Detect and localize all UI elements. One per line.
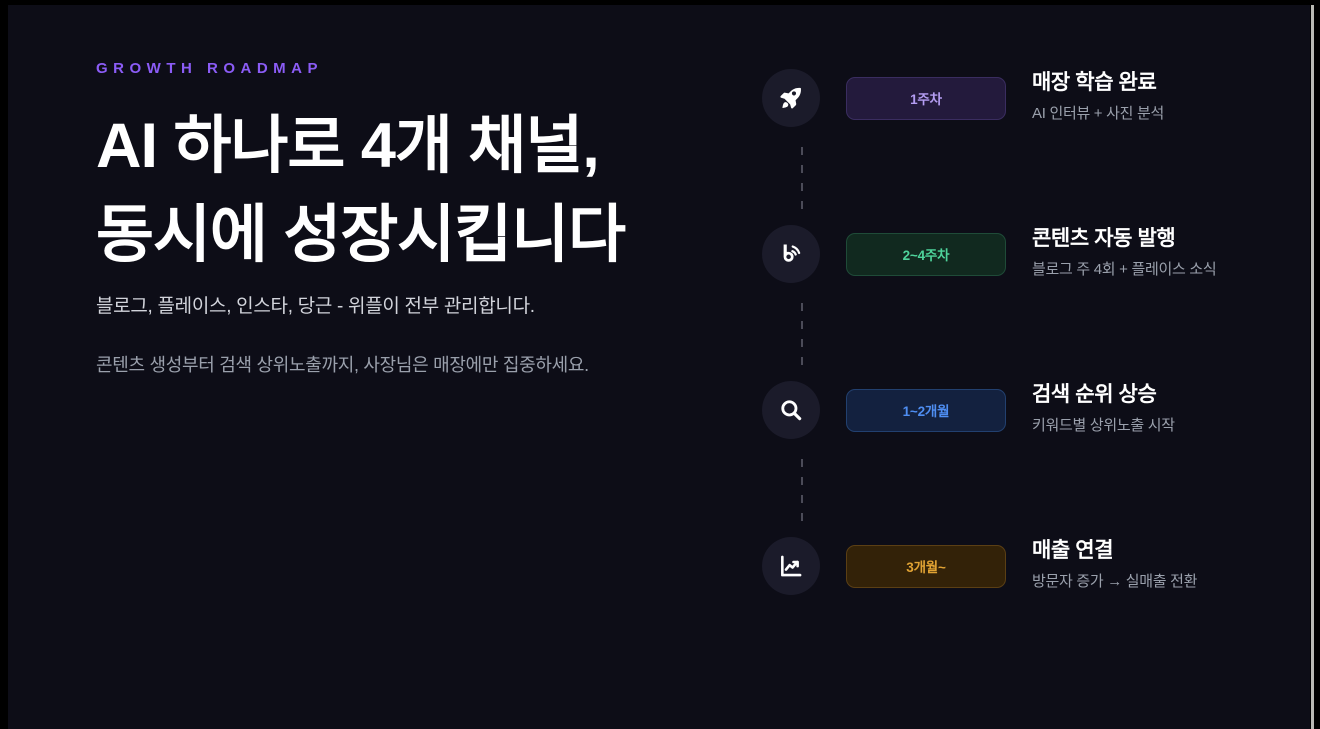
timeline-text: 매출 연결 방문자 증가 → 실매출 전환 [1032,535,1197,592]
timeline-item-title: 검색 순위 상승 [1032,383,1157,406]
timeline-item-description: 블로그 주 4회 + 플레이스 소식 [1032,261,1217,279]
timeline-icon-circle [762,381,820,439]
roadmap-timeline: 1주차 매장 학습 완료 AI 인터뷰 + 사진 분석 [762,67,1262,613]
timeline-item[interactable]: 1주차 매장 학습 완료 AI 인터뷰 + 사진 분석 [762,67,1262,219]
timeline-item-description: AI 인터뷰 + 사진 분석 [1032,105,1165,123]
status-badge: 3개월~ [846,545,1006,588]
timeline-item-description: 방문자 증가 → 실매출 전환 [1032,573,1198,591]
headline-line-1: AI 하나로 4개 채널, [96,111,600,181]
status-badge: 1~2개월 [846,389,1006,432]
timeline-badge-wrap: 1주차 [846,77,1006,120]
page-title: AI 하나로 4개 채널, 동시에 성장시킵니다 [96,102,716,281]
timeline-icon-circle [762,225,820,283]
status-badge: 2~4주차 [846,233,1006,276]
timeline-badge-wrap: 3개월~ [846,545,1006,588]
hero-subtitle-secondary: 콘텐츠 생성부터 검색 상위노출까지, 사장님은 매장에만 집중하세요. [96,355,589,376]
vertical-scrollbar[interactable] [1310,5,1320,729]
timeline-icon-circle [762,69,820,127]
eyebrow-label: GROWTH ROADMAP [96,60,323,77]
timeline-text: 매장 학습 완료 AI 인터뷰 + 사진 분석 [1032,67,1164,124]
rocket-icon [778,85,804,111]
timeline-badge-wrap: 1~2개월 [846,389,1006,432]
chart-line-up-icon [778,553,804,579]
slide-canvas: GROWTH ROADMAP AI 하나로 4개 채널, 동시에 성장시킵니다 … [8,5,1310,729]
timeline-connector [801,147,803,219]
timeline-item-title: 콘텐츠 자동 발행 [1032,227,1176,250]
scrollbar-thumb[interactable] [1311,5,1314,729]
headline-line-2: 동시에 성장시킵니다 [96,200,626,271]
timeline-text: 콘텐츠 자동 발행 블로그 주 4회 + 플레이스 소식 [1032,223,1217,280]
blog-signal-icon [778,241,804,267]
hero-subtitle-primary: 블로그, 플레이스, 인스타, 당근 - 위플이 전부 관리합니다. [96,295,535,317]
timeline-item[interactable]: 1~2개월 검색 순위 상승 키워드별 상위노출 시작 [762,379,1262,531]
timeline-item[interactable]: 3개월~ 매출 연결 방문자 증가 → 실매출 전환 [762,535,1262,613]
status-badge: 1주차 [846,77,1006,120]
timeline-connector [801,459,803,531]
timeline-item-description: 키워드별 상위노출 시작 [1032,417,1175,435]
timeline-item-title: 매장 학습 완료 [1032,71,1157,94]
timeline-connector [801,303,803,375]
timeline-icon-circle [762,537,820,595]
hero-section: GROWTH ROADMAP AI 하나로 4개 채널, 동시에 성장시킵니다 … [96,61,716,388]
timeline-item-title: 매출 연결 [1032,539,1114,562]
timeline-badge-wrap: 2~4주차 [846,233,1006,276]
timeline-item[interactable]: 2~4주차 콘텐츠 자동 발행 블로그 주 4회 + 플레이스 소식 [762,223,1262,375]
timeline-text: 검색 순위 상승 키워드별 상위노출 시작 [1032,379,1175,436]
search-icon [778,397,804,423]
